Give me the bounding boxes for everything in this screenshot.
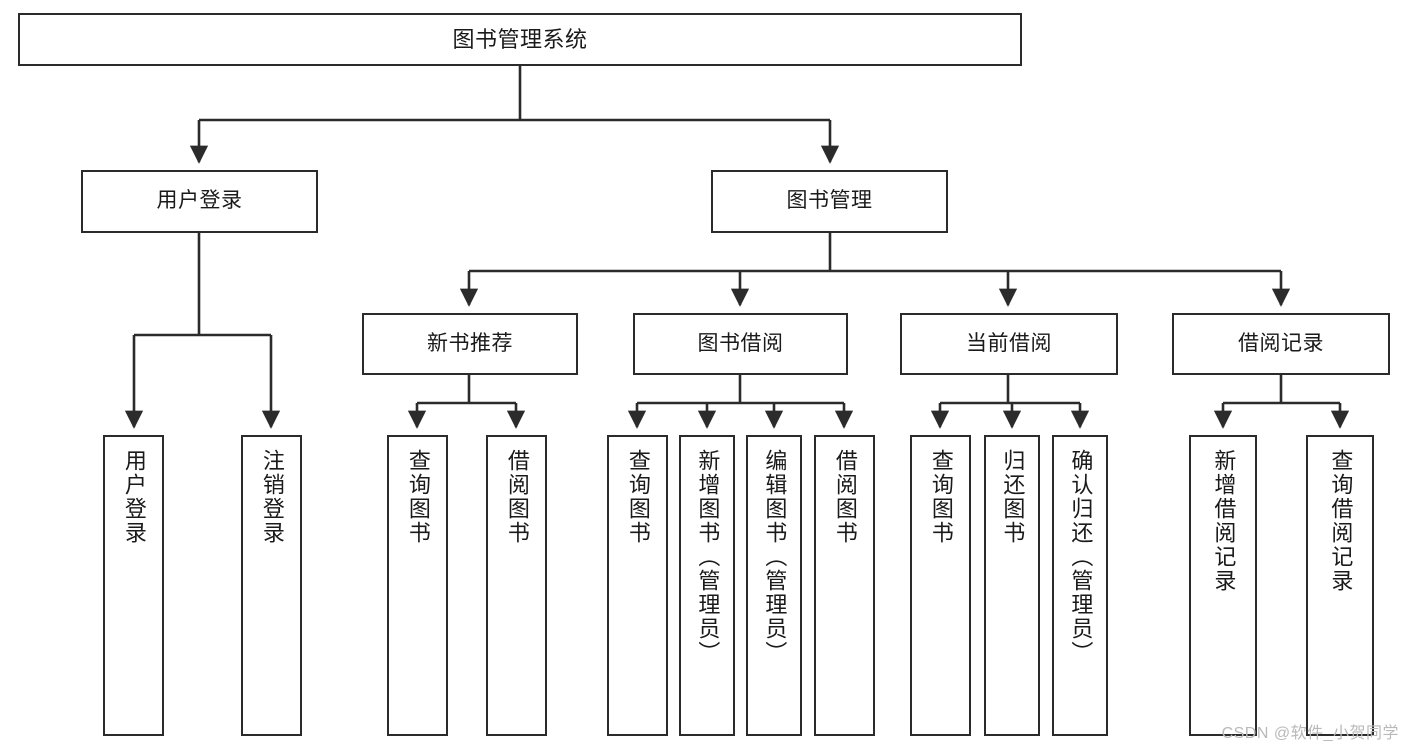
node-borrow-record[interactable]: 借阅记录 xyxy=(1172,313,1390,375)
node-book-manage[interactable]: 图书管理 xyxy=(711,170,948,233)
node-leaf-borrow-book-1-label: 借阅图书 xyxy=(504,449,530,545)
node-leaf-borrow-book-2-label: 借阅图书 xyxy=(832,449,858,545)
node-leaf-add-borrow-record[interactable]: 新增借阅记录 xyxy=(1189,435,1257,736)
node-leaf-add-book[interactable]: 新增图书（管理员） xyxy=(679,435,735,736)
node-book-borrow[interactable]: 图书借阅 xyxy=(633,313,848,375)
node-leaf-user-logout-label: 注销登录 xyxy=(259,449,285,545)
node-leaf-query-book-1-label: 查询图书 xyxy=(405,449,431,545)
node-leaf-borrow-book-2[interactable]: 借阅图书 xyxy=(814,435,875,736)
node-leaf-query-book-1[interactable]: 查询图书 xyxy=(387,435,448,736)
node-new-book-recommend-label: 新书推荐 xyxy=(427,331,513,355)
node-root[interactable]: 图书管理系统 xyxy=(18,13,1022,66)
node-leaf-return-book[interactable]: 归还图书 xyxy=(984,435,1040,736)
node-leaf-add-book-label: 新增图书（管理员） xyxy=(695,449,721,665)
node-leaf-user-login-label: 用户登录 xyxy=(121,449,147,545)
node-leaf-add-borrow-record-label: 新增借阅记录 xyxy=(1211,449,1237,593)
node-leaf-query-borrow-record[interactable]: 查询借阅记录 xyxy=(1306,435,1374,736)
node-leaf-user-login[interactable]: 用户登录 xyxy=(103,435,164,736)
node-current-borrow-label: 当前借阅 xyxy=(966,331,1052,355)
node-leaf-query-borrow-record-label: 查询借阅记录 xyxy=(1328,449,1354,593)
node-current-borrow[interactable]: 当前借阅 xyxy=(900,313,1118,375)
node-book-manage-label: 图书管理 xyxy=(786,189,873,213)
node-user-login[interactable]: 用户登录 xyxy=(81,170,318,233)
node-leaf-query-book-2-label: 查询图书 xyxy=(625,449,651,545)
node-leaf-return-book-label: 归还图书 xyxy=(1000,449,1026,545)
node-book-borrow-label: 图书借阅 xyxy=(697,331,784,355)
node-leaf-query-book-2[interactable]: 查询图书 xyxy=(607,435,668,736)
node-user-login-label: 用户登录 xyxy=(156,189,243,213)
watermark: CSDN @软件_小贺同学 xyxy=(1221,725,1399,742)
node-leaf-confirm-return[interactable]: 确认归还（管理员） xyxy=(1052,435,1108,736)
node-leaf-confirm-return-label: 确认归还（管理员） xyxy=(1068,449,1094,665)
node-leaf-user-logout[interactable]: 注销登录 xyxy=(241,435,302,736)
node-new-book-recommend[interactable]: 新书推荐 xyxy=(362,313,578,375)
node-leaf-query-book-3-label: 查询图书 xyxy=(928,449,954,545)
node-leaf-edit-book[interactable]: 编辑图书（管理员） xyxy=(746,435,802,736)
node-leaf-borrow-book-1[interactable]: 借阅图书 xyxy=(486,435,547,736)
node-leaf-query-book-3[interactable]: 查询图书 xyxy=(910,435,971,736)
node-root-label: 图书管理系统 xyxy=(452,26,588,52)
node-leaf-edit-book-label: 编辑图书（管理员） xyxy=(762,449,788,665)
node-borrow-record-label: 借阅记录 xyxy=(1238,331,1324,355)
